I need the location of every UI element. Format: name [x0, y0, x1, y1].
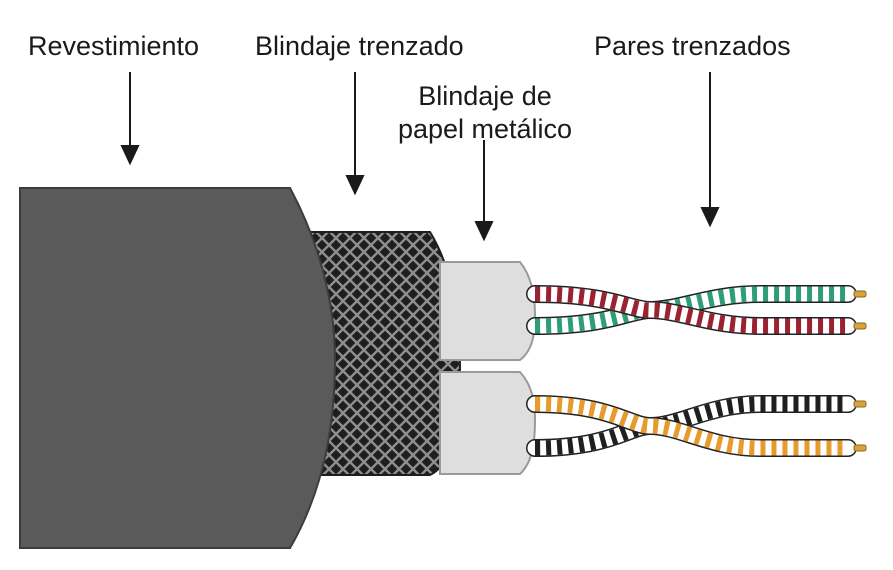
label-foil-shield-line-1: Blindaje de — [418, 81, 552, 111]
label-jacket: Revestimiento — [28, 31, 200, 61]
label-foil-shield-line-2: papel metálico — [397, 114, 573, 144]
label-braided-shield: Blindaje trenzado — [255, 31, 464, 61]
pair-2-copper-tip-bottom — [853, 444, 867, 452]
pair-1-copper-tip-top — [853, 290, 867, 298]
foil-shield-top — [439, 261, 537, 361]
pair-2-copper-tip-top — [853, 400, 867, 408]
pair-1-copper-tip-bottom — [853, 322, 867, 330]
pair-1-wire-a — [526, 285, 857, 335]
cable-jacket — [19, 187, 337, 549]
pair-2-wire-a — [526, 395, 857, 457]
twisted-pairs-group — [526, 285, 867, 457]
label-foil-shield: Blindaje de papel metálico — [395, 80, 575, 146]
foil-shield-bottom — [439, 371, 537, 475]
foil-shield-group — [439, 261, 537, 475]
label-twisted-pairs: Pares trenzados — [594, 31, 791, 61]
